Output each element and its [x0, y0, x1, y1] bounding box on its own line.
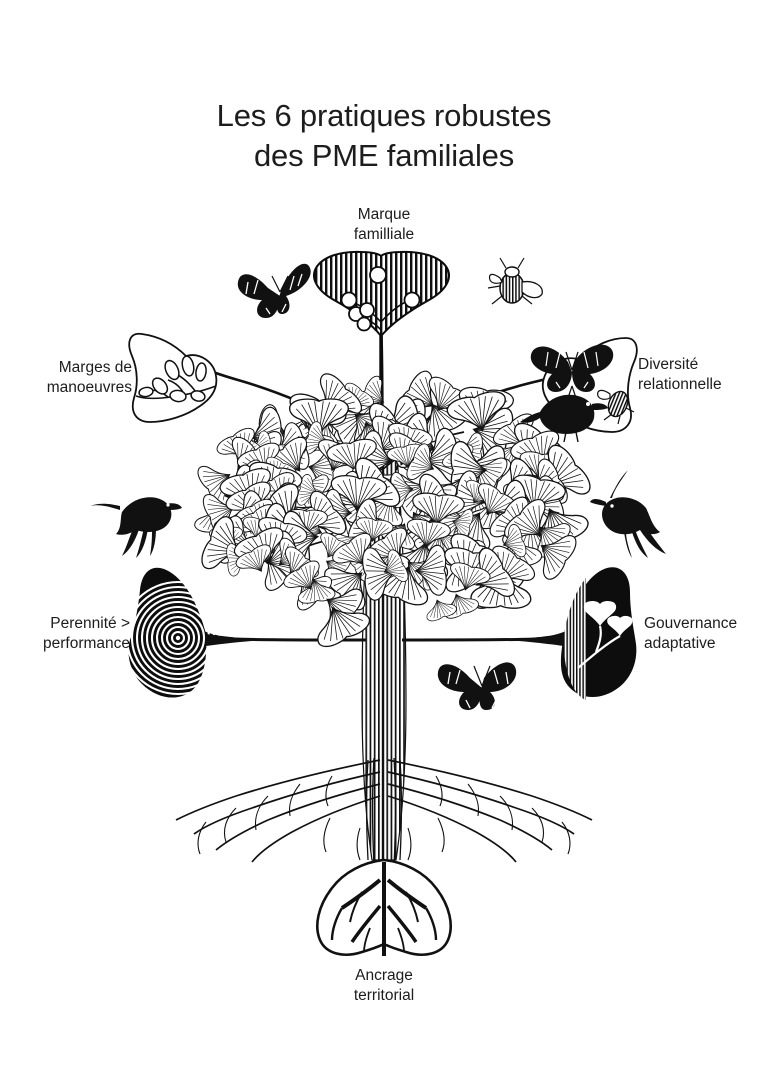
- bird-right: [590, 470, 666, 558]
- fan-right-upper-diversite-relationnelle: [520, 337, 638, 443]
- label-marges-de-manoeuvres: Marges de manoeuvres: [46, 359, 132, 397]
- label-gouvernance-adaptative: Gouvernance adaptative: [644, 615, 738, 653]
- label-diversite-relationnelle: Diversité relationnelle: [638, 356, 722, 394]
- tree-trunk: [325, 403, 445, 862]
- branches: [183, 355, 585, 642]
- page-title-line-2: des PME familiales: [254, 137, 514, 173]
- tree-crown: [193, 367, 596, 652]
- beetle-upper-right: [487, 257, 543, 305]
- fan-top-marque-familliale: [313, 250, 450, 380]
- leader-stem: [379, 329, 384, 431]
- fan-right-lower-gouvernance-adaptative: [508, 567, 637, 700]
- bee-right-fan: [597, 389, 635, 425]
- fan-left-upper-marges-de-manoeuvres: [128, 332, 218, 423]
- label-marque-familliale: Marque familliale: [353, 206, 415, 244]
- butterfly-right-fan: [530, 344, 614, 399]
- bird-perched: [520, 394, 608, 443]
- fan-bottom-ancrage-territorial: [316, 858, 452, 956]
- bird-left: [90, 497, 182, 558]
- butterfly-upper-left: [237, 263, 311, 318]
- fan-left-lower-perennite: [120, 567, 262, 698]
- label-ancrage-territorial: Ancrage territorial: [353, 967, 415, 1005]
- page-title-line-1: Les 6 pratiques robustes: [216, 98, 552, 133]
- butterfly-lower-center: [437, 662, 517, 710]
- label-perennite-performance: Perennité > performance: [42, 615, 130, 653]
- page-title: Les 6 pratiques robustes des PME familia…: [0, 96, 768, 175]
- root-system: [175, 757, 593, 867]
